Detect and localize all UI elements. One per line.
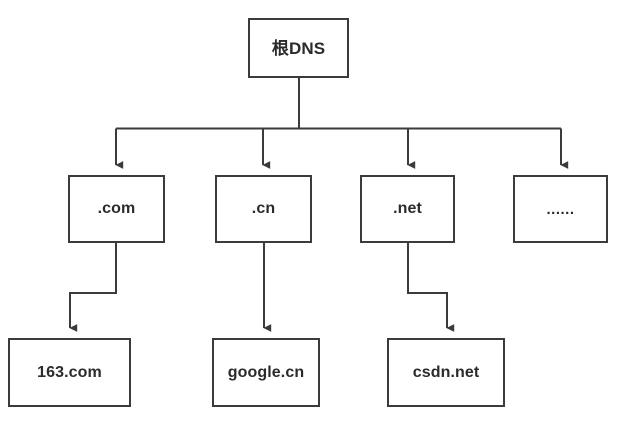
node-domain-163com-label: 163.com — [37, 363, 102, 381]
node-tld-ellipsis[interactable]: ...... — [513, 175, 608, 243]
node-tld-net-label: .net — [393, 200, 422, 217]
edge-com-to-163com — [69, 243, 117, 332]
node-tld-com[interactable]: .com — [68, 175, 165, 243]
node-domain-googlecn-label: google.cn — [227, 363, 305, 381]
node-domain-csdnnet[interactable]: csdn.net — [387, 338, 505, 407]
node-tld-ellipsis-label: ...... — [546, 200, 575, 218]
node-domain-163com[interactable]: 163.com — [8, 338, 131, 407]
node-domain-googlecn[interactable]: google.cn — [212, 338, 320, 407]
node-root[interactable]: 根DNS — [248, 18, 349, 78]
node-tld-net[interactable]: .net — [360, 175, 455, 243]
edge-net-to-csdnnet — [407, 243, 455, 332]
node-tld-cn-label: .cn — [251, 200, 276, 217]
node-tld-com-label: .com — [97, 200, 136, 217]
node-domain-csdnnet-label: csdn.net — [412, 363, 480, 381]
node-tld-cn[interactable]: .cn — [215, 175, 312, 243]
node-root-label: 根DNS — [271, 38, 326, 58]
